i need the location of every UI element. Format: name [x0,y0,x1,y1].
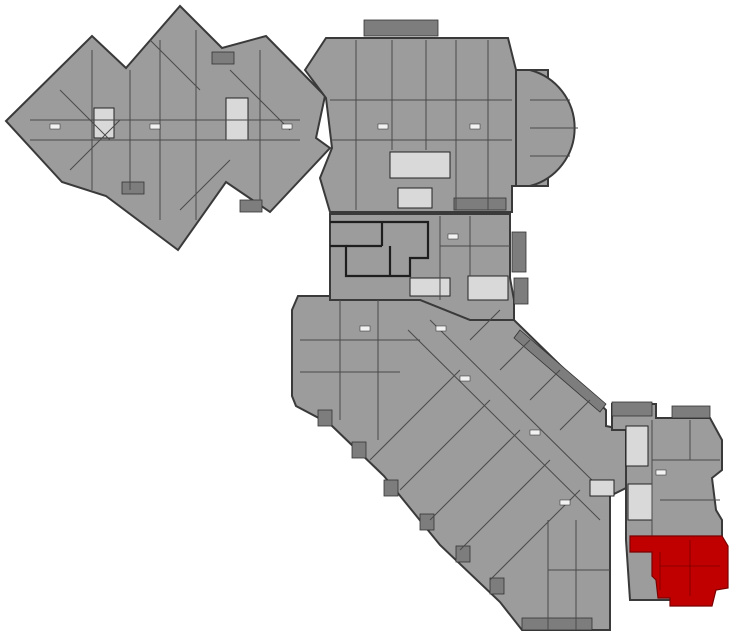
balcony [513,329,607,413]
wing-diagonal [291,295,627,631]
stair-core [225,97,249,141]
balcony [521,617,593,631]
balcony [513,277,529,305]
balcony [317,409,333,427]
wing-northwest-slab [4,4,332,252]
selected-apartment[interactable] [629,535,729,607]
balcony [383,479,399,497]
balcony [121,181,145,195]
stair-core [625,425,649,467]
selected-apartment-shape[interactable] [629,535,729,607]
balcony [211,51,235,65]
balcony [489,577,505,595]
balcony [239,199,263,213]
room-tags [49,123,667,506]
balcony [511,231,527,273]
balcony [611,401,653,417]
wing-northwest [4,4,332,252]
lift-core [589,479,615,497]
stair-core [389,151,451,179]
lift-core [397,187,433,209]
balcony [453,197,507,211]
balcony [671,405,711,419]
apartment-outline-dark [330,220,430,278]
balcony [351,441,367,459]
lift-core [627,483,653,521]
lift-core [409,277,451,297]
wing-north [303,19,578,213]
balcony [363,19,439,37]
balcony [455,545,471,563]
stair-core [467,275,509,301]
balcony [419,513,435,531]
